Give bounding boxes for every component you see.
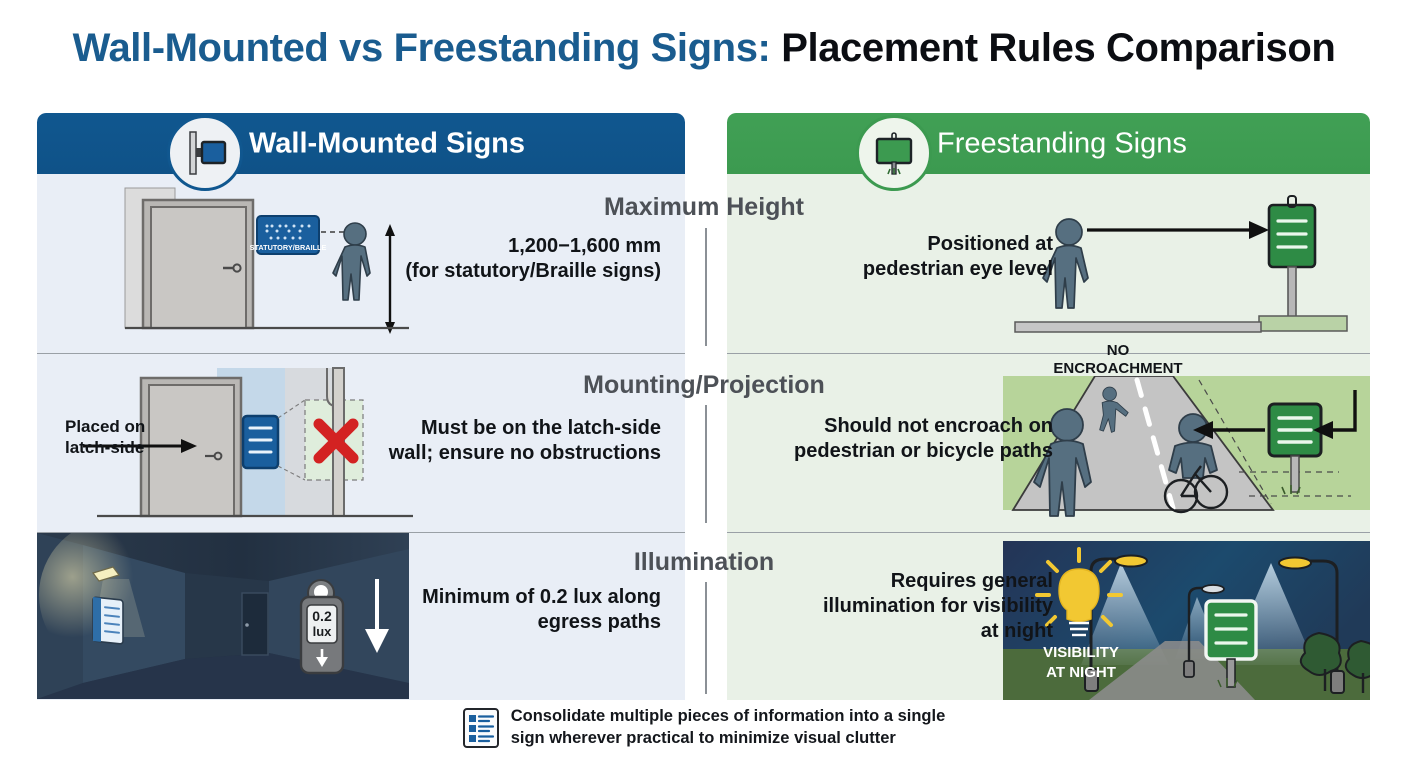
scene-door-person-braille-sign: STATUTORY/BRAILLE (97, 186, 437, 346)
scene-shared-path (1003, 376, 1370, 532)
scene-night-street: VISIBILITY AT NIGHT (1003, 541, 1370, 700)
center-divider-row2 (705, 405, 707, 523)
freestanding-sign-icon (856, 115, 932, 191)
row-caption-mounting-right: Should not encroach on pedestrian or bic… (794, 415, 1053, 462)
row-caption-mounting-left: Must be on the latch-side wall; ensure n… (388, 417, 661, 464)
night-label-line1: VISIBILITY (1043, 644, 1119, 661)
page-title-secondary: Placement Rules Comparison (770, 26, 1336, 70)
footer-note: Consolidate multiple pieces of informati… (0, 706, 1408, 750)
row-caption-max-height-left: 1,200−1,600 mm (for statutory/Braille si… (405, 235, 661, 282)
column-header-wall-mounted: Wall-Mounted Signs (37, 113, 685, 174)
lux-meter-unit: lux (313, 624, 333, 639)
consolidated-sign-icon (462, 708, 499, 748)
braille-sign-label: STATUTORY/BRAILLE (250, 243, 327, 252)
row-illumination-right: VISIBILITY AT NIGHT Requires general ill… (727, 533, 1370, 700)
column-header-freestanding: Freestanding Signs (727, 113, 1370, 174)
scene-latch-side-door (57, 360, 447, 526)
night-label-line2: AT NIGHT (1046, 664, 1116, 681)
center-divider-row3 (705, 582, 707, 694)
annotation-no-encroachment: NO ENCROACHMENT (1053, 342, 1183, 377)
column-wall-mounted: Wall-Mounted Signs (37, 113, 685, 700)
row-caption-illumination-right: Requires general illumination for visibi… (822, 570, 1053, 642)
row-mounting-projection-left: Placed on latch-side Must be on the latc… (37, 354, 685, 533)
row-caption-illumination-left: Minimum of 0.2 lux along egress paths (422, 586, 661, 633)
row-maximum-height-left: STATUTORY/BRAILLE 1,200−1,600 mm (for st… (37, 174, 685, 354)
row-illumination-left: 0.2 lux Minimum of 0.2 lux along egress … (37, 533, 685, 700)
column-freestanding: Freestanding Signs (727, 113, 1370, 700)
column-header-label: Wall-Mounted Signs (249, 127, 526, 159)
scene-pedestrian-eye-level (1007, 188, 1357, 346)
center-divider-row1 (705, 228, 707, 346)
lux-meter-value: 0.2 (312, 608, 332, 624)
row-maximum-height-right: Positioned at pedestrian eye level (727, 174, 1370, 354)
page-title: Wall-Mounted vs Freestanding Signs: Plac… (0, 26, 1408, 71)
footer-note-text: Consolidate multiple pieces of informati… (510, 707, 946, 747)
page-title-primary: Wall-Mounted vs Freestanding Signs: (72, 26, 771, 70)
row-mounting-projection-right: NO ENCROACHMENT Should not encroach on p… (727, 342, 1370, 533)
row-caption-max-height-right: Positioned at pedestrian eye level (862, 233, 1053, 280)
annotation-placed-on-latch-side: Placed on latch-side (65, 417, 146, 458)
column-header-label: Freestanding Signs (937, 127, 1187, 159)
wall-mounted-sign-icon (167, 115, 243, 191)
scene-dark-corridor: 0.2 lux (37, 533, 409, 699)
